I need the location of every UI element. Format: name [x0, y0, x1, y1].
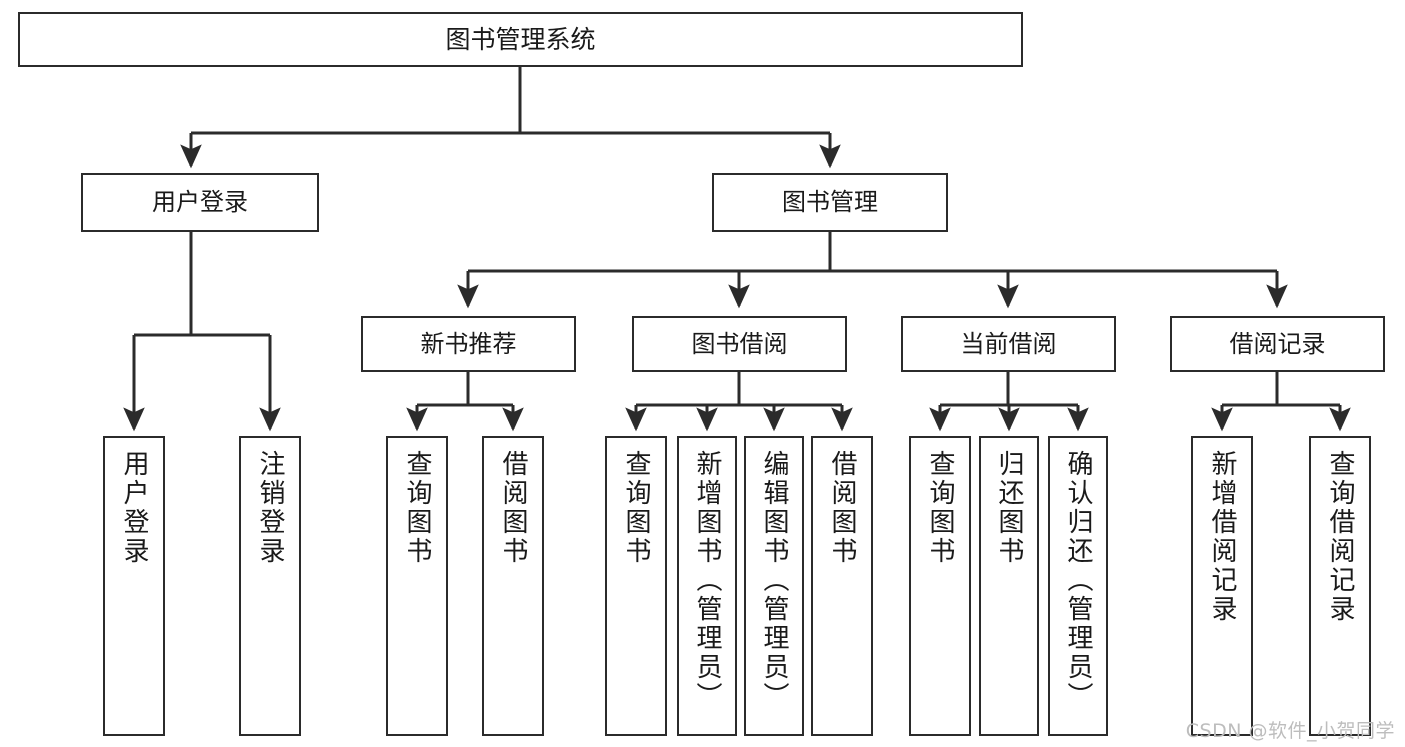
node-label: 当前借阅 — [960, 329, 1057, 358]
node-user-login[interactable]: 用户登录 — [81, 173, 319, 232]
node-leaf-query-book-borrow[interactable]: 查询图书 — [605, 436, 667, 736]
node-leaf-confirm-return-admin[interactable]: 确认归还（管理员） — [1048, 436, 1108, 736]
node-label: 图书管理系统 — [445, 24, 596, 54]
node-label: 新增借阅记录 — [1207, 450, 1237, 624]
node-label: 新书推荐 — [420, 329, 517, 358]
node-leaf-borrow-book-borrow[interactable]: 借阅图书 — [811, 436, 873, 736]
node-label: 新增图书（管理员） — [692, 450, 722, 711]
node-label: 用户登录 — [152, 188, 248, 217]
node-root-book-management-system[interactable]: 图书管理系统 — [18, 12, 1023, 67]
node-label: 查询图书 — [402, 450, 432, 566]
node-new-book-recommendation[interactable]: 新书推荐 — [361, 316, 576, 372]
node-leaf-add-book-admin[interactable]: 新增图书（管理员） — [677, 436, 737, 736]
node-label: 图书管理 — [782, 188, 878, 217]
node-label: 查询借阅记录 — [1325, 450, 1355, 624]
watermark-text: CSDN @软件_小贺同学 — [1185, 720, 1395, 742]
node-label: 确认归还（管理员） — [1063, 450, 1093, 711]
node-leaf-edit-book-admin[interactable]: 编辑图书（管理员） — [744, 436, 804, 736]
node-leaf-borrow-book-rec[interactable]: 借阅图书 — [482, 436, 544, 736]
node-label: 借阅图书 — [827, 450, 857, 566]
node-label: 查询图书 — [925, 450, 955, 566]
node-label: 借阅记录 — [1229, 329, 1326, 358]
node-label: 查询图书 — [621, 450, 651, 566]
node-book-borrowing[interactable]: 图书借阅 — [632, 316, 847, 372]
node-leaf-query-borrow-record[interactable]: 查询借阅记录 — [1309, 436, 1371, 736]
node-label: 图书借阅 — [691, 329, 788, 358]
node-label: 归还图书 — [994, 450, 1024, 566]
node-leaf-return-book[interactable]: 归还图书 — [979, 436, 1039, 736]
node-leaf-logout[interactable]: 注销登录 — [239, 436, 301, 736]
node-leaf-user-login[interactable]: 用户登录 — [103, 436, 165, 736]
node-leaf-query-book-rec[interactable]: 查询图书 — [386, 436, 448, 736]
node-label: 借阅图书 — [498, 450, 528, 566]
node-leaf-query-book-current[interactable]: 查询图书 — [909, 436, 971, 736]
node-current-borrowing[interactable]: 当前借阅 — [901, 316, 1116, 372]
node-book-management[interactable]: 图书管理 — [712, 173, 948, 232]
node-borrowing-records[interactable]: 借阅记录 — [1170, 316, 1385, 372]
node-label: 编辑图书（管理员） — [759, 450, 789, 711]
node-label: 注销登录 — [255, 450, 285, 566]
node-leaf-add-borrow-record[interactable]: 新增借阅记录 — [1191, 436, 1253, 736]
node-label: 用户登录 — [119, 450, 149, 566]
